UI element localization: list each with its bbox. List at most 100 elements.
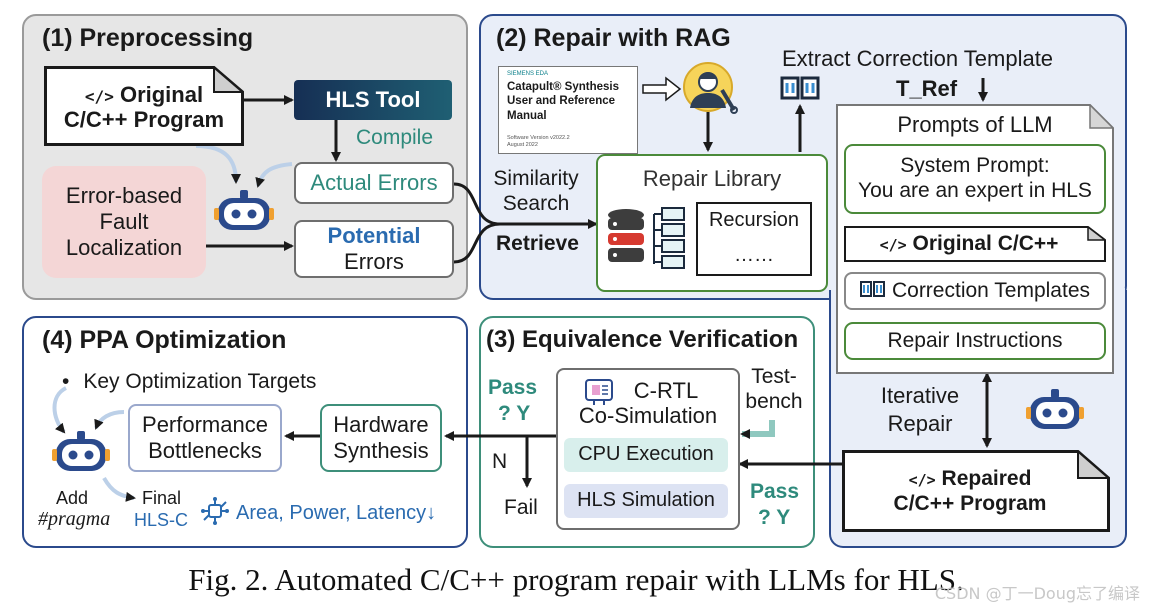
robot-icon-3 (52, 430, 110, 474)
potential-errors-label: Potential (327, 223, 421, 249)
original-program-label-2: C/C++ Program (63, 107, 225, 133)
figure-caption: Fig. 2. Automated C/C++ program repair w… (188, 562, 964, 597)
potential-errors-box: Potential Errors (294, 220, 454, 278)
verification-title-num: (3) (486, 326, 516, 353)
repair-instructions-box: Repair Instructions (844, 322, 1106, 360)
performance-line2: Bottlenecks (148, 438, 262, 463)
pass-left-label: Pass (488, 376, 538, 399)
testbench-label: Test- bench (742, 364, 806, 414)
manual-brand: SIEMENS EDA (507, 71, 549, 77)
extract-template-label: Extract Correction Template (782, 46, 1054, 71)
hls-simulation-label: HLS Simulation (577, 489, 715, 512)
repair-library-box: Repair Library Recursion …… (596, 154, 828, 292)
robot-icon (214, 188, 274, 234)
hls-tool-label: HLS Tool (325, 87, 421, 113)
pass-right-label: Pass (750, 480, 800, 503)
circuit-icon (200, 496, 230, 526)
code-icon-2: </> (879, 236, 907, 254)
original-cc-doc: </> Original C/C++ (844, 226, 1106, 262)
dots-label: …… (734, 244, 774, 267)
repaired-program-doc: </> Repaired C/C++ Program (842, 450, 1110, 532)
similarity-search-label: Similarity Search (490, 166, 582, 216)
repaired-program-line2: C/C++ Program (893, 492, 1047, 516)
actual-errors-label: Actual Errors (310, 170, 438, 196)
correction-templates-box: Correction Templates (844, 272, 1106, 310)
performance-bottlenecks-box: Performance Bottlenecks (128, 404, 282, 472)
co-sim-line1: C-RTL (633, 378, 699, 403)
repair-instructions-label: Repair Instructions (887, 328, 1063, 352)
hls-c-label: HLS-C (134, 510, 189, 530)
catapult-manual-doc: SIEMENS EDA Catapult® Synthesis User and… (498, 66, 638, 154)
pass-right-y: ? Y (758, 506, 791, 529)
original-program-doc: </> Original C/C++ Program (44, 66, 244, 146)
retrieve-label: Retrieve (496, 232, 579, 255)
database-icon (606, 208, 646, 268)
preprocessing-title: (1) Preprocessing (42, 24, 254, 52)
iterative-repair-label: Iterative Repair (874, 382, 966, 437)
manual-line2: User and Reference (507, 95, 616, 108)
chip-icon (584, 378, 614, 406)
code-icon-3: </> (908, 471, 936, 489)
iterative-line2: Repair (887, 410, 953, 436)
hardware-synthesis-box: Hardware Synthesis (320, 404, 442, 472)
pass-left-y: ? Y (498, 402, 531, 425)
correction-templates-label: Correction Templates (891, 278, 1091, 302)
system-prompt-line1: System Prompt: (900, 154, 1050, 178)
dots-cell: …… (696, 238, 812, 276)
fail-label: Fail (504, 496, 538, 519)
cpu-execution-label: CPU Execution (578, 443, 714, 466)
original-program-label: Original (119, 82, 204, 107)
verification-title-text: Equivalence Verification (522, 326, 799, 353)
cpu-execution-box: CPU Execution (564, 438, 728, 472)
verification-title: (3) Equivalence Verification (486, 326, 798, 354)
key-targets-label: Key Optimization Targets (83, 370, 317, 393)
potential-errors-label-2: Errors (344, 249, 404, 274)
hls-simulation-box: HLS Simulation (564, 484, 728, 518)
n-label: N (492, 450, 508, 473)
prompts-title: Prompts of LLM (897, 112, 1053, 137)
recursion-cell: Recursion (696, 202, 812, 240)
metrics-label: Area, Power, Latency↓ (236, 502, 437, 524)
similarity-line2: Search (502, 192, 570, 216)
system-prompt-box: System Prompt: You are an expert in HLS (844, 144, 1106, 214)
hls-tool-box: HLS Tool (294, 80, 452, 120)
co-simulation-box: C-RTL Co-Simulation CPU Execution HLS Si… (556, 368, 740, 530)
robot-icon-2 (1026, 388, 1084, 432)
testbench-line2: bench (745, 390, 803, 414)
performance-line1: Performance (142, 412, 268, 438)
pragma-label: #pragma (38, 508, 111, 530)
repair-library-title: Repair Library (642, 166, 782, 191)
t-ref-label: T_Ref (896, 76, 958, 101)
hardware-line2: Synthesis (333, 438, 429, 463)
error-localization-line1: Error-based (65, 183, 183, 209)
manual-line1: Catapult® Synthesis (507, 81, 619, 93)
repaired-program-line1: Repaired (941, 467, 1032, 490)
similarity-line1: Similarity (493, 167, 579, 190)
code-icon: </> (84, 87, 114, 106)
original-cc-label: Original C/C++ (912, 232, 1059, 255)
rag-title: (2) Repair with RAG (496, 24, 731, 52)
manual-small1: Software Version v2022.2 (507, 135, 570, 141)
testbench-line1: Test- (751, 365, 797, 388)
recursion-label: Recursion (708, 209, 800, 232)
system-prompt-line2: You are an expert in HLS (858, 179, 1092, 202)
compile-label: Compile (356, 126, 434, 149)
add-label: Add (56, 488, 89, 508)
actual-errors-box: Actual Errors (294, 162, 454, 204)
template-icon (780, 76, 820, 100)
error-localization-line2: Fault (99, 209, 149, 235)
final-label: Final (142, 488, 182, 508)
manual-line3: Manual (507, 109, 547, 122)
hardware-line1: Hardware (333, 412, 429, 438)
key-targets-bullet: •Key Optimization Targets (62, 370, 317, 393)
iterative-line1: Iterative (880, 383, 960, 408)
ppa-title: (4) PPA Optimization (42, 326, 287, 354)
watermark: CSDN @丁一Doug忘了编译 (934, 584, 1140, 603)
template-icon-small (859, 279, 886, 304)
error-localization-line3: Localization (65, 234, 183, 260)
co-sim-line2: Co-Simulation (578, 403, 718, 429)
expert-wrench-icon (682, 60, 738, 114)
branch-icon (650, 206, 686, 272)
manual-small2: August 2022 (507, 142, 538, 149)
